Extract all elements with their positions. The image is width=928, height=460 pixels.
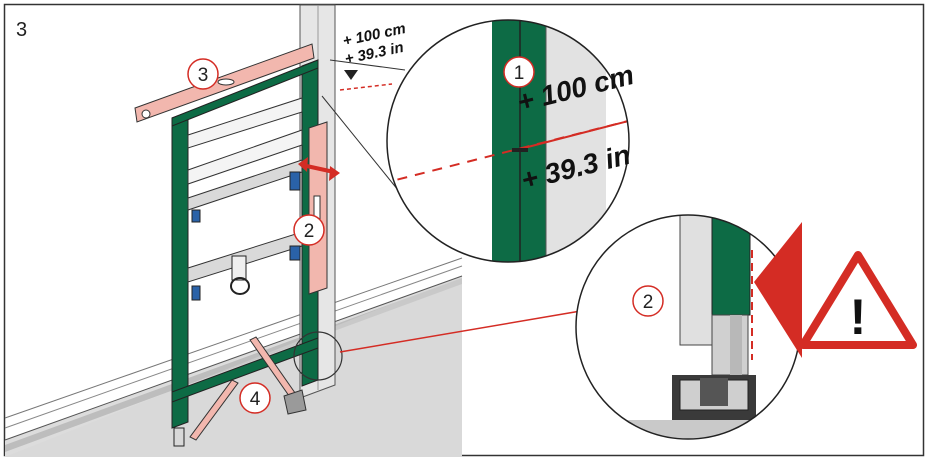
installation-frame: [171, 59, 319, 447]
callout-2-detail-number: 2: [643, 292, 654, 313]
callout-1: 1: [503, 56, 535, 88]
step-number: 3: [16, 19, 27, 41]
vertical-level: [308, 121, 328, 295]
zoom-leader-lines: [321, 59, 406, 191]
alignment-pointer-icon: [754, 222, 802, 358]
wall-background: [4, 257, 463, 457]
zoom-circle-height-mark: + 100 cm + 39.3 in: [386, 19, 637, 263]
callout-3: 3: [187, 58, 219, 90]
callout-4: 4: [239, 382, 271, 414]
callout-2-number: 2: [304, 221, 315, 242]
detail-focus-circle: [293, 331, 343, 381]
support-legs: [189, 336, 307, 441]
warning-exclamation: !: [850, 289, 867, 345]
callout-2: 2: [293, 214, 325, 246]
adjust-arrow-icon: [298, 157, 340, 181]
callout-4-number: 4: [250, 389, 261, 410]
callout-3-number: 3: [198, 65, 209, 86]
callout-1-number: 1: [514, 63, 525, 84]
callout-2-detail: 2: [632, 285, 664, 317]
warning-triangle-icon: !: [799, 251, 917, 349]
spirit-level: [134, 43, 315, 123]
detail-circle-adjust: [575, 214, 801, 440]
